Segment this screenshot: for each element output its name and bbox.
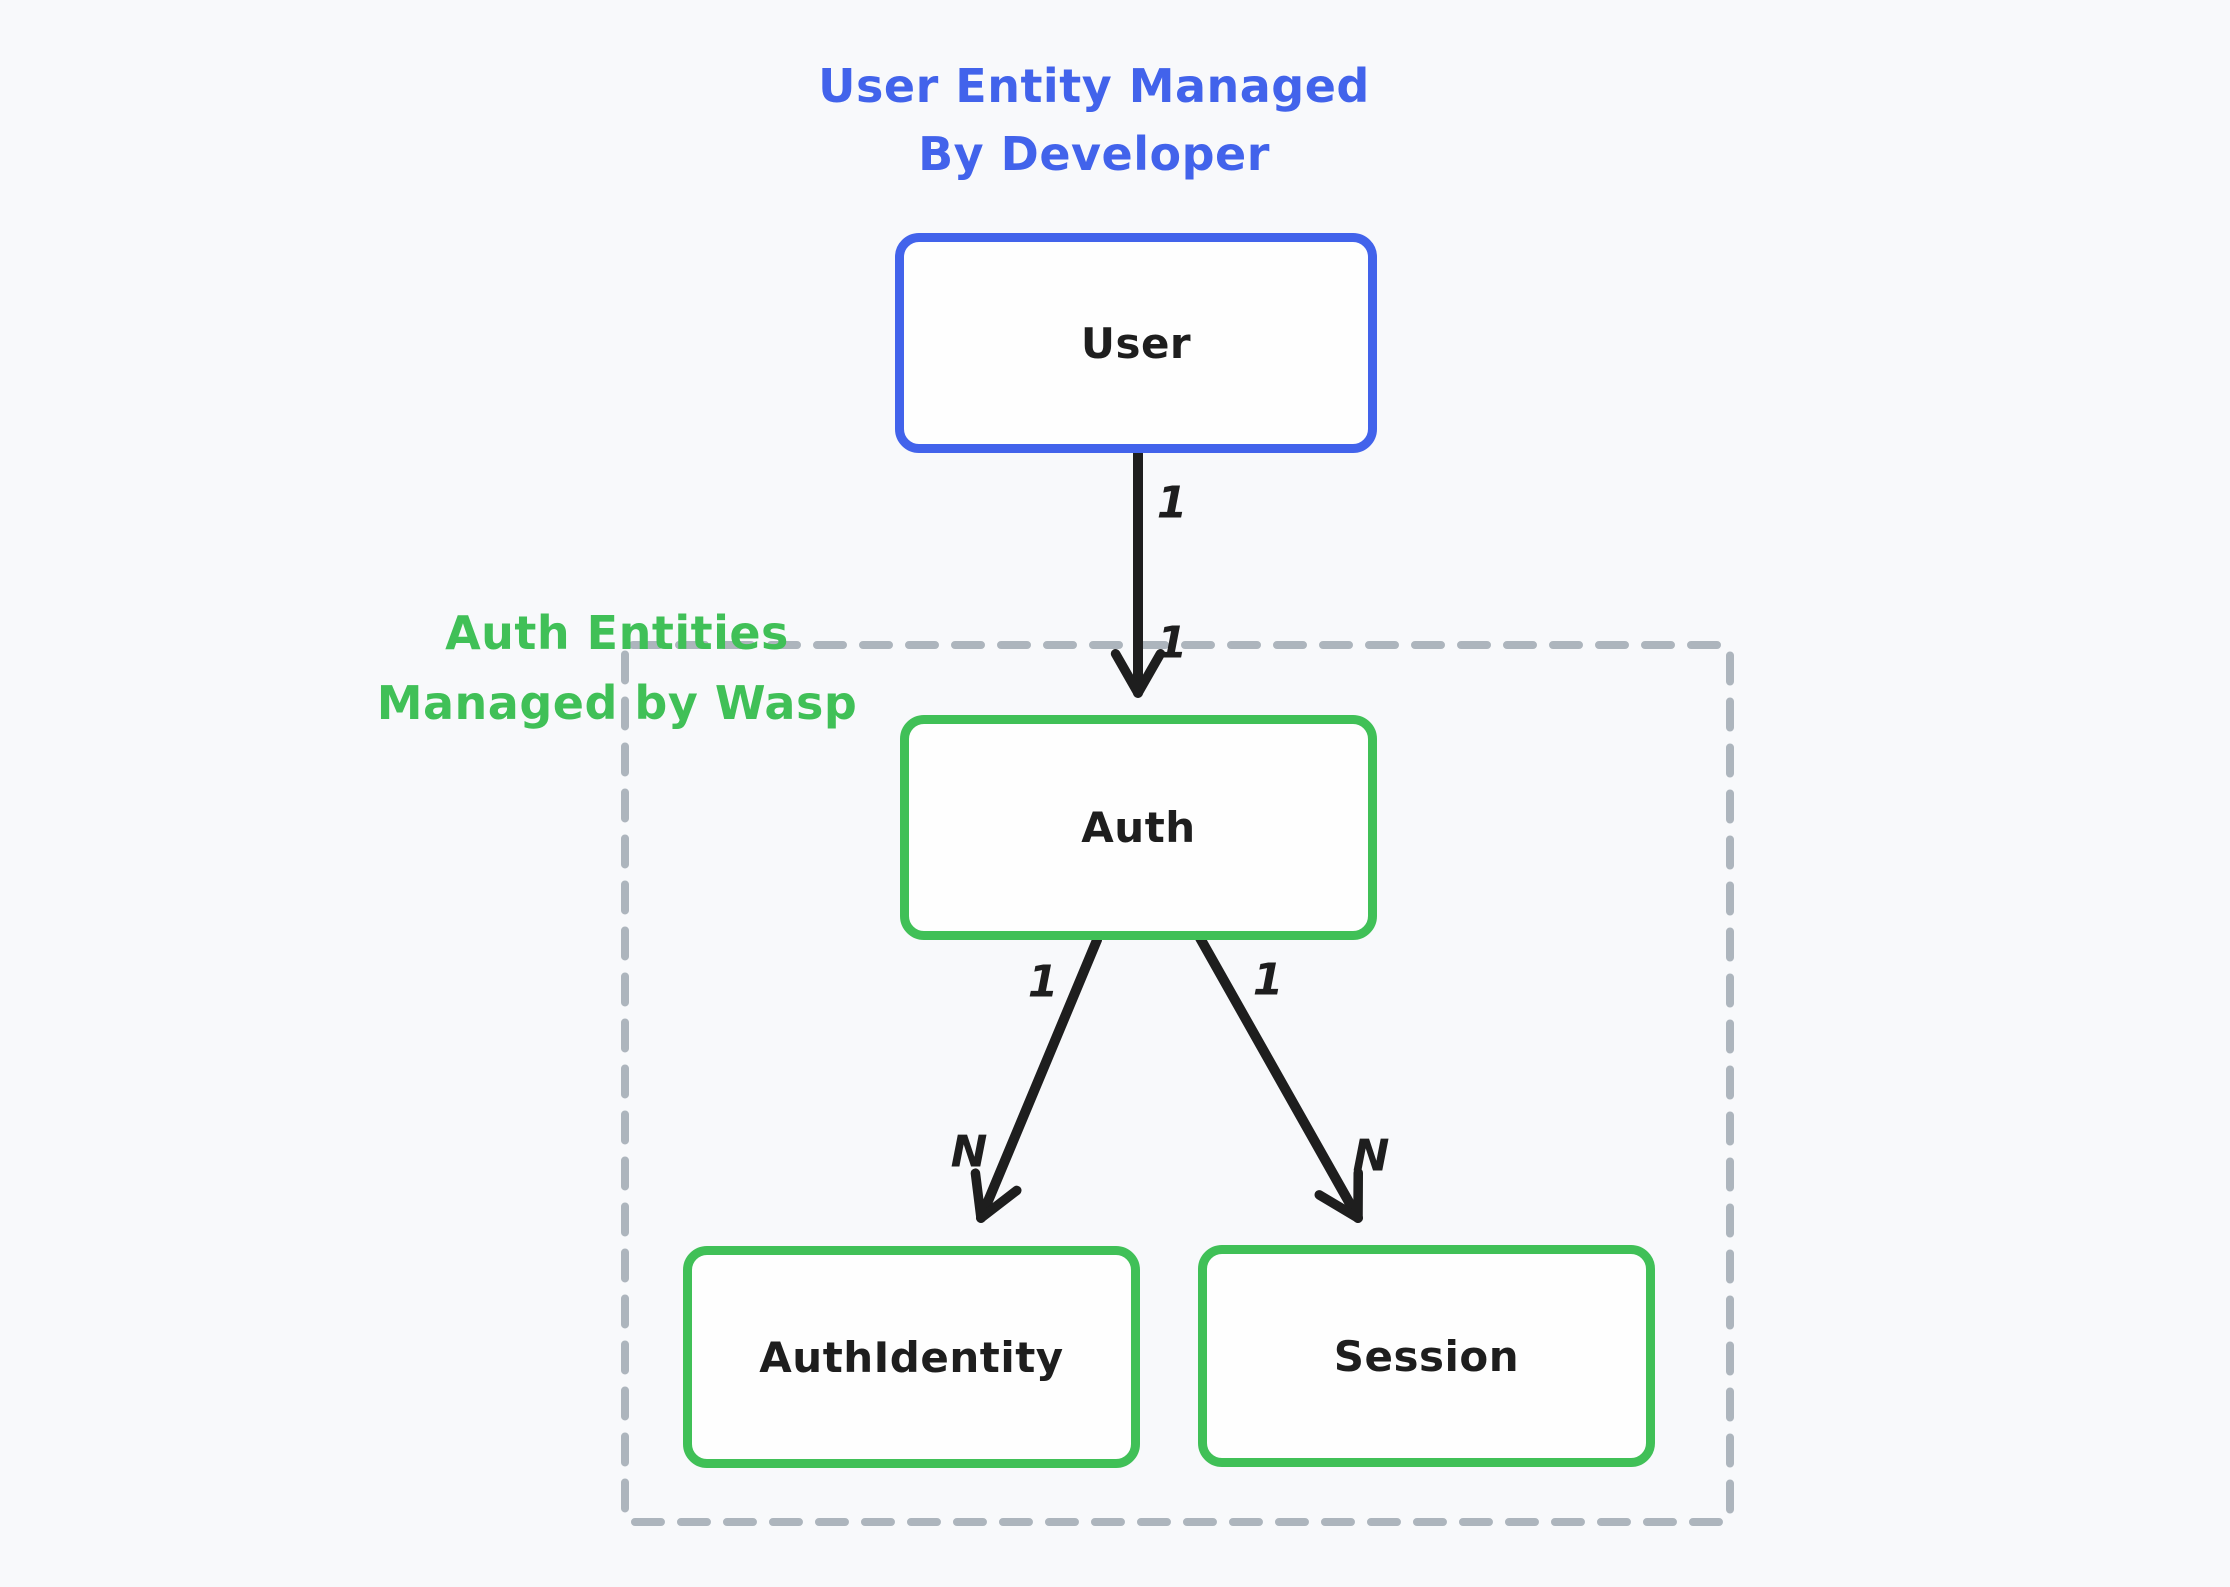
edge-user-auth-source-cardinality: 1: [1156, 477, 1188, 529]
edge-auth-authidentity-source-cardinality: 1: [1027, 956, 1059, 1008]
edge-auth-authidentity-target-cardinality: N: [950, 1126, 988, 1178]
node-session: Session: [1198, 1245, 1655, 1467]
node-auth-identity: AuthIdentity: [683, 1246, 1140, 1468]
wasp-region-line1: Auth Entities: [445, 606, 789, 660]
node-user-label: User: [1080, 318, 1192, 368]
node-user: User: [895, 233, 1377, 453]
node-auth-identity-label: AuthIdentity: [759, 1332, 1064, 1382]
node-session-label: Session: [1333, 1331, 1520, 1381]
edge-auth-session-source-cardinality: 1: [1252, 954, 1284, 1006]
wasp-region-annotation: Auth Entities Managed by Wasp: [317, 598, 917, 738]
edge-auth-session-target-cardinality: N: [1352, 1130, 1390, 1182]
wasp-region-line2: Managed by Wasp: [376, 676, 858, 730]
node-auth-label: Auth: [1081, 803, 1196, 852]
developer-title-line1: User Entity Managed: [818, 59, 1370, 113]
node-auth: Auth: [900, 715, 1377, 940]
developer-title-annotation: User Entity Managed By Developer: [794, 52, 1394, 188]
developer-title-line2: By Developer: [918, 127, 1270, 181]
edge-user-auth-target-cardinality: 1: [1156, 617, 1188, 669]
